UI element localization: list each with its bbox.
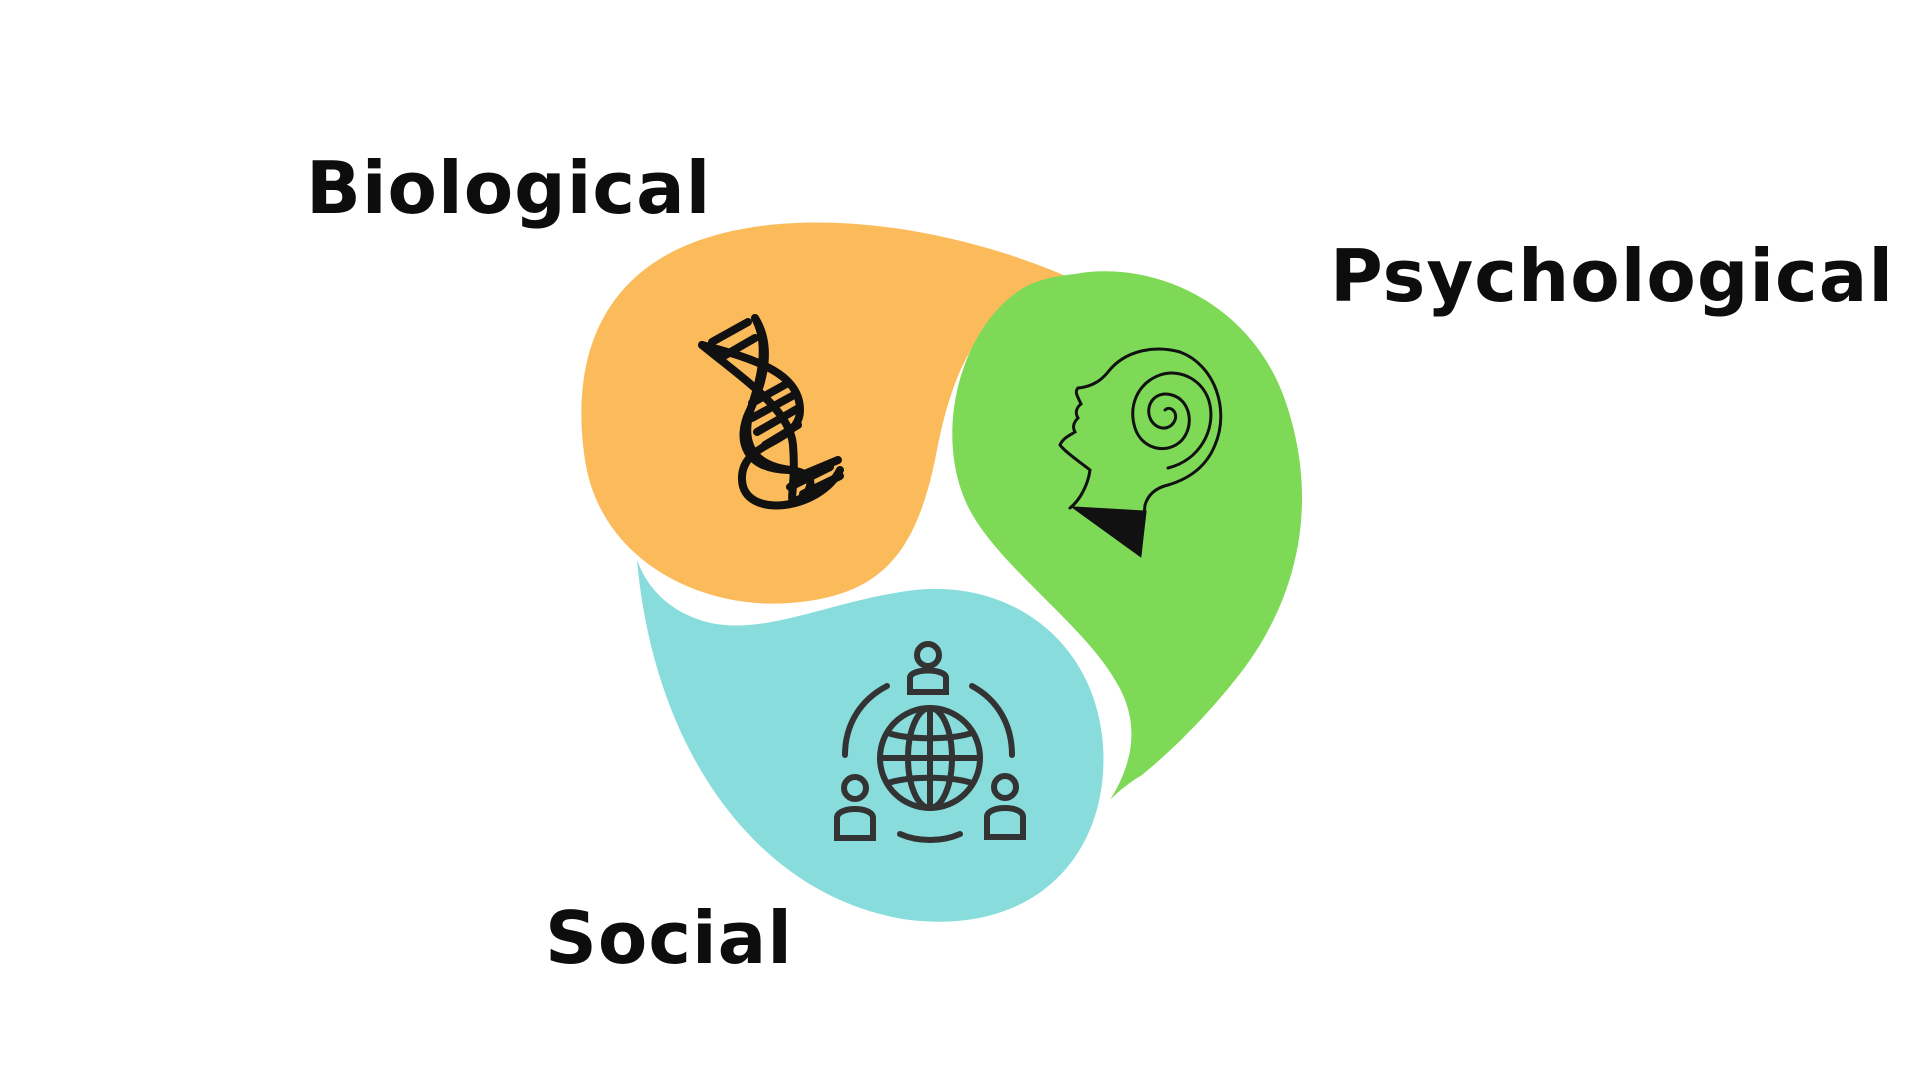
social-petal (637, 560, 1104, 922)
head-spiral-icon (1058, 347, 1223, 558)
label-psychological: Psychological (1330, 234, 1895, 318)
dna-icon (698, 314, 844, 510)
biological-petal (581, 222, 1070, 604)
people-globe-icon (834, 641, 1026, 843)
label-social: Social (545, 896, 793, 980)
label-biological: Biological (306, 146, 712, 230)
